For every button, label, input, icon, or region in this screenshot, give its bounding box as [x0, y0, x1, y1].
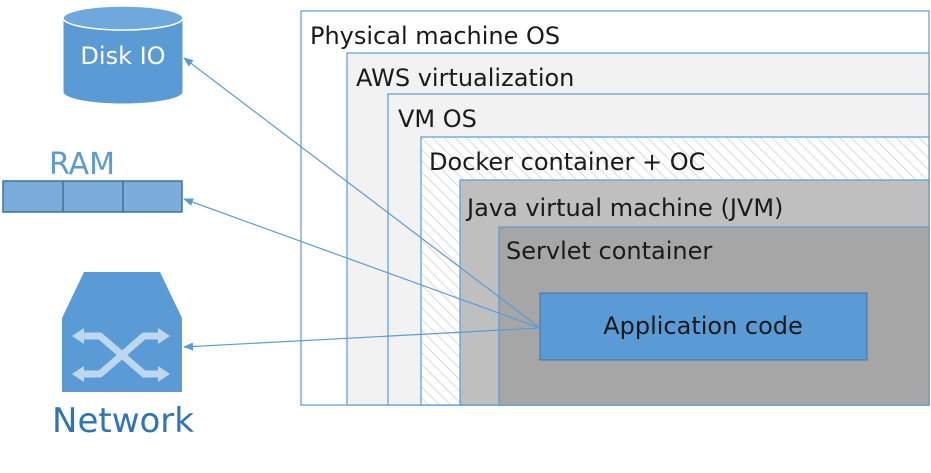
memory-bar-icon: [2, 180, 183, 213]
database-cylinder-icon: Disk IO: [62, 5, 184, 105]
arrow-to-ram: [183, 198, 541, 329]
application-code-label: Application code: [603, 312, 803, 340]
network-switch-icon: [62, 272, 182, 392]
layer-docker-label: Docker container + OC: [429, 148, 705, 176]
layer-servlet-label: Servlet container: [506, 237, 712, 265]
disk-io-label: Disk IO: [80, 42, 165, 70]
layer-aws-label: AWS virtualization: [356, 64, 574, 92]
ram-group: RAM: [2, 147, 183, 213]
layer-vmos-label: VM OS: [398, 105, 477, 133]
layer-jvm-label: Java virtual machine (JVM): [465, 194, 783, 222]
arrow-to-network: [183, 327, 541, 351]
application-code-box: Application code: [539, 292, 868, 361]
layer-physical-label: Physical machine OS: [310, 22, 560, 50]
network-label: Network: [52, 401, 194, 441]
ram-label: RAM: [49, 147, 115, 182]
connectors: [183, 57, 541, 351]
arrow-to-disk-io: [183, 57, 541, 329]
